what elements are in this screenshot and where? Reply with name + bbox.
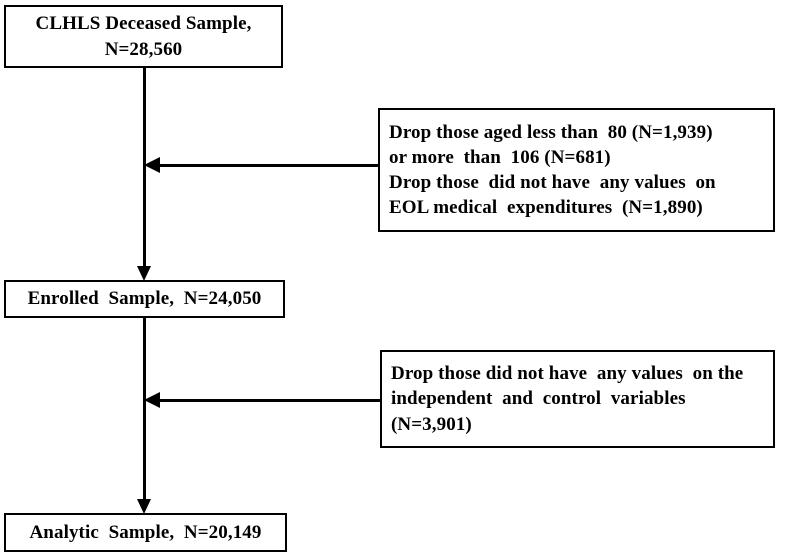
node-exclusion-criteria-2-line-3: (N=3,901) <box>391 413 472 435</box>
arrowhead-down-icon <box>137 499 151 514</box>
node-analytic-sample-line-1: Analytic Sample, N=20,149 <box>29 521 262 543</box>
node-exclusion-criteria-1-line-2: or more than 106 (N=681) <box>389 146 611 168</box>
connector-enrolled-to-analytic <box>143 318 146 499</box>
node-exclusion-criteria-1: Drop those aged less than 80 (N=1,939) o… <box>378 108 775 232</box>
node-source-sample-line-1: CLHLS Deceased Sample, <box>35 13 252 35</box>
node-source-sample: CLHLS Deceased Sample, N=28,560 <box>4 5 283 68</box>
node-analytic-sample: Analytic Sample, N=20,149 <box>4 513 287 552</box>
node-exclusion-criteria-2: Drop those did not have any values on th… <box>380 350 775 448</box>
node-exclusion-criteria-1-line-1: Drop those aged less than 80 (N=1,939) <box>389 121 713 143</box>
connector-exclusion-1-to-spine <box>157 164 378 167</box>
arrowhead-left-icon <box>144 392 160 408</box>
connector-exclusion-2-to-spine <box>157 399 380 402</box>
arrowhead-left-icon <box>144 157 160 173</box>
node-exclusion-criteria-2-line-2: independent and control variables <box>391 388 686 410</box>
arrowhead-down-icon <box>137 266 151 281</box>
node-exclusion-criteria-2-line-1: Drop those did not have any values on th… <box>391 363 744 385</box>
node-exclusion-criteria-1-line-4: EOL medical expenditures (N=1,890) <box>389 197 703 219</box>
node-enrolled-sample-line-1: Enrolled Sample, N=24,050 <box>27 288 262 310</box>
node-exclusion-criteria-1-line-3: Drop those did not have any values on <box>389 172 716 193</box>
node-enrolled-sample: Enrolled Sample, N=24,050 <box>4 280 285 318</box>
node-source-sample-line-2: N=28,560 <box>104 38 183 60</box>
